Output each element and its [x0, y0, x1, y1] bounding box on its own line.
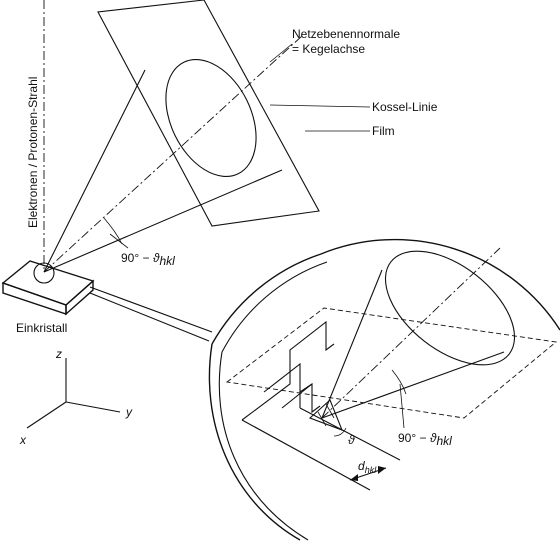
svg-text:dhkl: dhkl [358, 459, 377, 475]
cone-edge-right [43, 169, 283, 273]
label-axis-y: y [125, 405, 133, 419]
cone-opening [384, 250, 516, 366]
angle-arc-bottom [391, 369, 407, 395]
leader-kossel [269, 104, 371, 108]
label-crystal: Einkristall [16, 321, 67, 335]
cone-axis-top [43, 35, 303, 273]
crystal-spot [33, 262, 55, 284]
lattice-planes [241, 320, 335, 421]
svg-text:90° − ϑhkl: 90° − ϑhkl [121, 251, 175, 268]
kossel-ellipse [165, 59, 257, 177]
cone-right [321, 351, 505, 419]
film-plane [97, 0, 320, 227]
crystal-side [65, 279, 94, 316]
axis-y-line [65, 401, 121, 413]
leader-normal [269, 43, 293, 63]
magnifier-circle-lower [208, 343, 301, 541]
wedge [308, 399, 343, 431]
label-film: Film [372, 124, 395, 138]
crystal-surface [241, 419, 371, 491]
label-kossel: Kossel-Linie [372, 100, 438, 114]
label-beam: Elektronen / Protonen-Strahl [26, 77, 40, 228]
crystal-surface-2 [299, 407, 401, 461]
angle-arc-top [103, 217, 123, 245]
reference-plane [225, 307, 558, 419]
axis-x-line [26, 401, 67, 429]
leader-angle-top [109, 233, 129, 249]
label-theta-small: ϑ [348, 433, 355, 447]
rail-upper [89, 286, 213, 333]
label-d-hkl: dhkl [358, 459, 377, 475]
cone-axis-bottom [321, 247, 501, 419]
theta-arc [333, 427, 347, 437]
wedge-h2 [325, 403, 335, 419]
label-normal-1: Netzebenennormale [292, 27, 400, 41]
label-angle-bottom: 90° − ϑhkl [398, 431, 452, 448]
label-angle-top: 90° − ϑhkl [121, 251, 175, 268]
wedge-h1 [317, 411, 327, 427]
cone-edge-left [43, 69, 146, 273]
magnifier-circle [211, 238, 560, 345]
cone-left [321, 269, 383, 419]
rail-lower [89, 292, 210, 342]
magnifier-circle-lower-inner [218, 351, 309, 541]
label-axis-x: x [19, 433, 27, 447]
svg-text:90° − ϑhkl: 90° − ϑhkl [398, 431, 452, 448]
magnifier-circle-inner [221, 261, 328, 353]
label-normal-2: = Kegelachse [292, 42, 365, 56]
d-arrow-1 [350, 474, 358, 481]
leader-angle-bottom [399, 383, 405, 429]
d-arrow-2 [378, 466, 386, 474]
crystal-front [2, 282, 67, 315]
lattice-step-3 [281, 382, 321, 414]
label-axis-z: z [55, 347, 62, 361]
lattice-step-2 [263, 362, 313, 394]
